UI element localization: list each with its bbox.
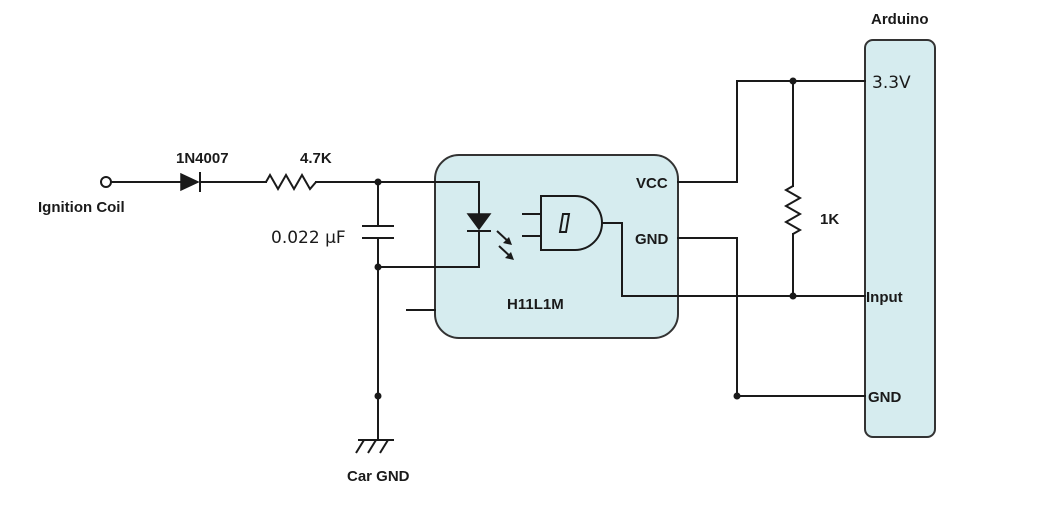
label-arduino-title: Arduino [871, 11, 929, 28]
wire-vcc-to-3v3 [677, 80, 866, 183]
junction-dot [374, 263, 382, 271]
diode-1n4007 [180, 172, 201, 192]
junction-dot [789, 77, 797, 85]
label-ic-name: H11L1M [507, 296, 564, 313]
junction-dot [733, 392, 741, 400]
h11l1m-ic-body [434, 154, 679, 339]
light-arrows-icon [496, 230, 514, 260]
ignition-coil-terminal [100, 176, 112, 188]
label-car-gnd: Car GND [347, 468, 410, 485]
capacitor-0-022uf [362, 225, 394, 239]
label-pullup: 1K [820, 211, 839, 228]
label-pin-3v3: 3.3V [872, 73, 911, 93]
wire-ic-gnd-to-arduino-gnd [677, 237, 866, 397]
label-pin-input: Input [866, 289, 903, 306]
label-resistor-in: 4.7K [300, 150, 332, 167]
resistor-1k [783, 185, 803, 235]
resistor-4-7k [265, 172, 317, 192]
arduino-body [864, 39, 936, 438]
label-ignition-coil: Ignition Coil [38, 199, 125, 216]
junction-dot [374, 392, 382, 400]
label-pin-gnd: GND [868, 389, 902, 406]
junction-dot [789, 292, 797, 300]
junction-dot [374, 178, 382, 186]
wire-gate-output [601, 222, 866, 297]
schmitt-gate-icon [522, 195, 603, 251]
label-ic-gnd: GND [635, 231, 669, 248]
label-diode: 1N4007 [176, 150, 229, 167]
car-ground-symbol [355, 439, 394, 454]
label-capacitor: 0.022 µF [271, 228, 346, 248]
label-ic-vcc: VCC [636, 175, 668, 192]
